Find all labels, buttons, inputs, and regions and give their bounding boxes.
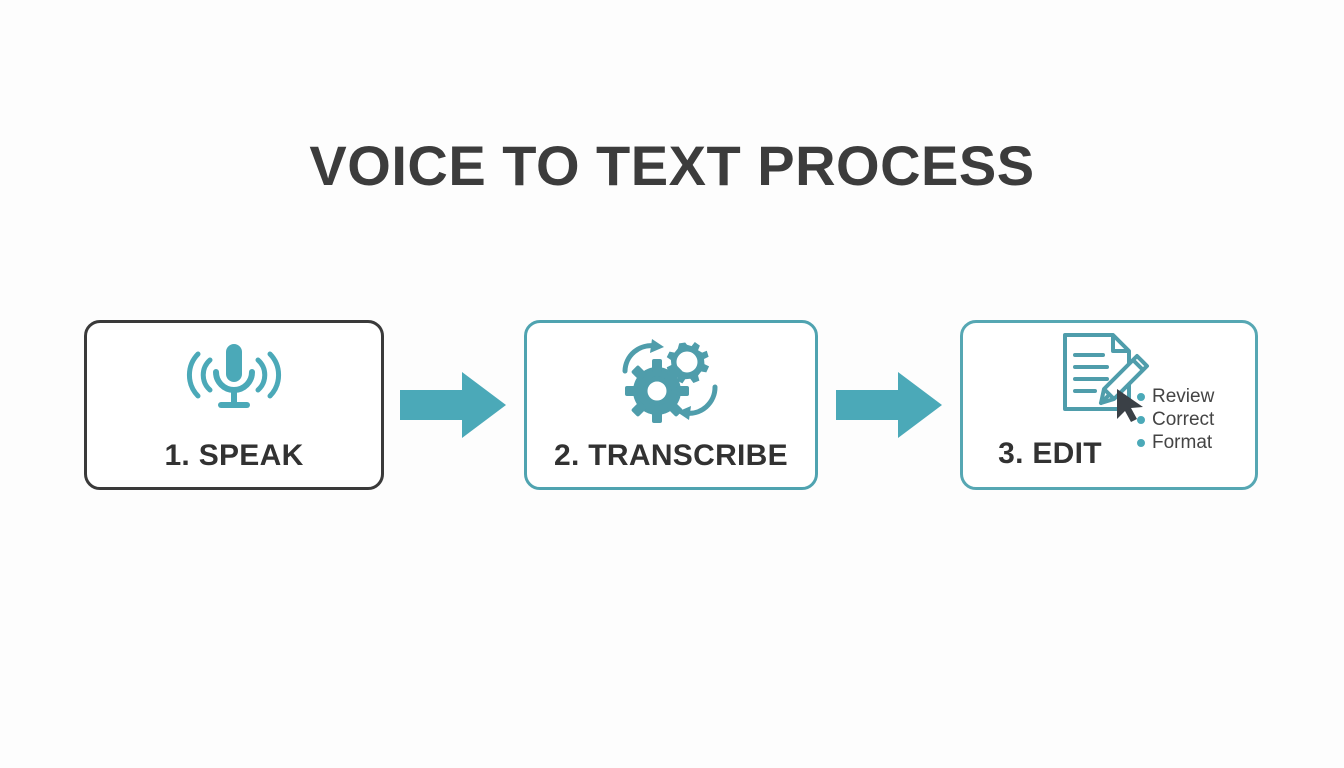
list-item-correct: Correct	[1137, 408, 1241, 431]
bullet-dot-icon	[1137, 415, 1145, 424]
step-card-transcribe[interactable]: 2. TRANSCRIBE	[524, 320, 818, 490]
list-item-label: Format	[1152, 432, 1213, 453]
page-title: VOICE TO TEXT PROCESS	[309, 134, 1035, 197]
list-item-label: Correct	[1152, 409, 1215, 430]
gears-icon	[527, 337, 815, 425]
step-label-transcribe: 2. TRANSCRIBE	[554, 439, 788, 472]
microphone-icon	[87, 337, 381, 425]
edit-action-list: Review Correct Format	[1137, 385, 1241, 454]
step-card-speak[interactable]: 1. SPEAK	[84, 320, 384, 490]
list-item-review: Review	[1137, 385, 1241, 408]
list-item-label: Review	[1152, 386, 1215, 407]
step-card-edit[interactable]: Review Correct Format 3. EDIT	[960, 320, 1258, 490]
bullet-dot-icon	[1137, 438, 1145, 447]
step-label-speak: 1. SPEAK	[164, 439, 304, 472]
list-item-format: Format	[1137, 431, 1241, 454]
arrow-step1-to-step2	[400, 370, 508, 440]
step-label-edit: 3. EDIT	[998, 437, 1102, 470]
process-flow: 1. SPEAK	[0, 320, 1344, 492]
bullet-dot-icon	[1137, 392, 1145, 401]
arrow-step2-to-step3	[836, 370, 944, 440]
document-pencil-cursor-icon	[963, 331, 1255, 422]
